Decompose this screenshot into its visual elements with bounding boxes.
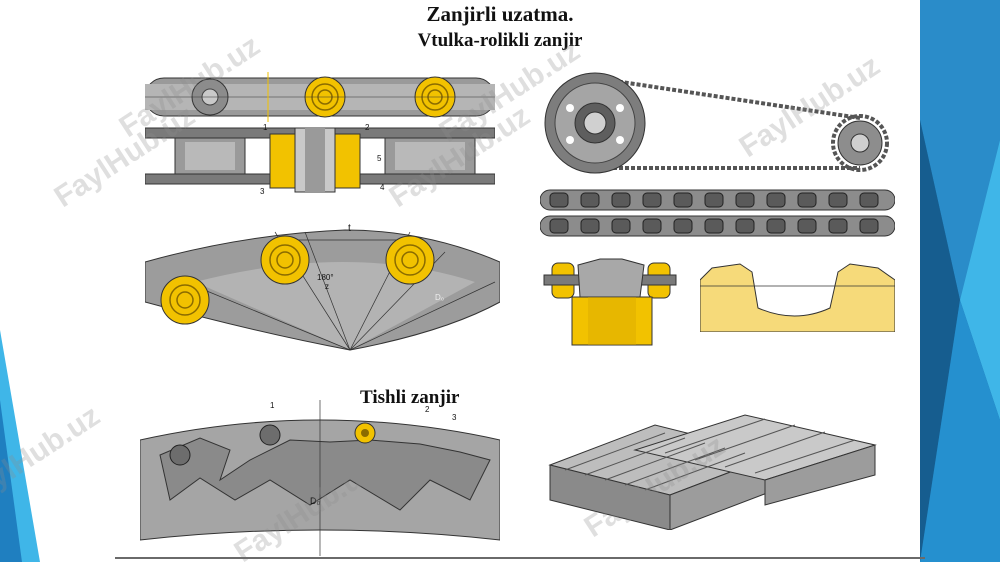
sprocket-roller-engagement: t 180° z D₀ — [145, 223, 500, 351]
chain-roller — [704, 218, 724, 234]
roller-chain-side-view — [145, 72, 495, 122]
chain-roller — [735, 218, 755, 234]
chain-roller — [611, 218, 631, 234]
chain-roller — [611, 192, 631, 208]
chain-roller — [735, 192, 755, 208]
part-label-4: 4 — [380, 183, 385, 192]
chain-roller — [766, 218, 786, 234]
tooth-chain-3d — [548, 414, 877, 530]
tooth-chain-on-sprocket: 1 2 3 D₀ — [140, 400, 500, 556]
bottom-rule — [115, 557, 925, 559]
chain-roller — [549, 192, 569, 208]
tooth-label-1: 1 — [270, 401, 275, 410]
chain-roller — [797, 192, 817, 208]
diameter-label-top: D₀ — [435, 293, 444, 302]
chain-roller — [859, 218, 879, 234]
chain-roller — [642, 218, 662, 234]
pitch-label: t — [348, 223, 351, 234]
chain-roller — [704, 192, 724, 208]
chain-roller — [828, 192, 848, 208]
tooth-label-3: 3 — [452, 413, 457, 422]
diameter-label-bottom: D₀ — [310, 496, 320, 506]
part-label-2: 2 — [365, 124, 370, 132]
tooth-profile — [700, 263, 895, 332]
chain-roller — [859, 192, 879, 208]
part-label-5: 5 — [377, 154, 382, 163]
double-roller-chain — [540, 189, 895, 237]
right-decoration — [920, 0, 1000, 562]
roller-cross-section — [543, 258, 677, 346]
slide-subtitle: Vtulka-rolikli zanjir — [417, 30, 583, 51]
roller-chain-section: 1 2 5 4 3 — [145, 124, 495, 196]
chain-roller — [580, 192, 600, 208]
chain-roller — [797, 218, 817, 234]
chain-roller — [766, 192, 786, 208]
tooth-chain-heading: Tishli zanjir — [360, 386, 460, 408]
chain-roller — [673, 192, 693, 208]
chain-roller — [673, 218, 693, 234]
chain-roller — [828, 218, 848, 234]
chain-roller — [549, 218, 569, 234]
left-decoration — [0, 330, 40, 562]
angle-label: 180° — [317, 273, 334, 282]
angle-denominator-label: z — [325, 282, 329, 291]
part-label-1: 1 — [263, 124, 268, 132]
chain-roller — [580, 218, 600, 234]
slide-title: Zanjirli uzatma. — [426, 2, 574, 26]
tooth-label-2: 2 — [425, 405, 430, 414]
chain-roller — [642, 192, 662, 208]
part-label-3: 3 — [260, 187, 265, 196]
chain-drive-illustration — [544, 72, 889, 174]
